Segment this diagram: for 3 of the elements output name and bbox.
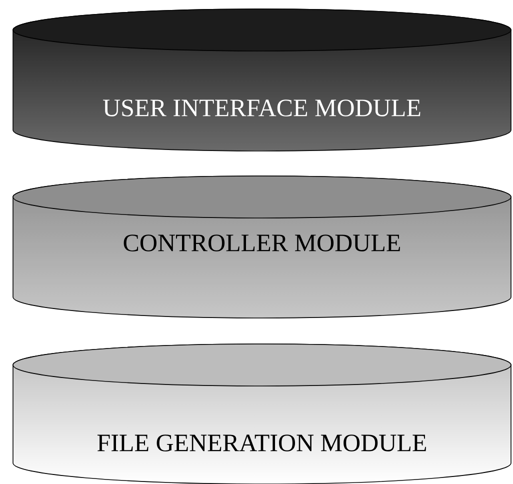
cylinder: USER INTERFACE MODULE [12, 8, 512, 152]
cylinder: CONTROLLER MODULE [12, 176, 512, 318]
cylinder: FILE GENERATION MODULE [12, 344, 512, 484]
